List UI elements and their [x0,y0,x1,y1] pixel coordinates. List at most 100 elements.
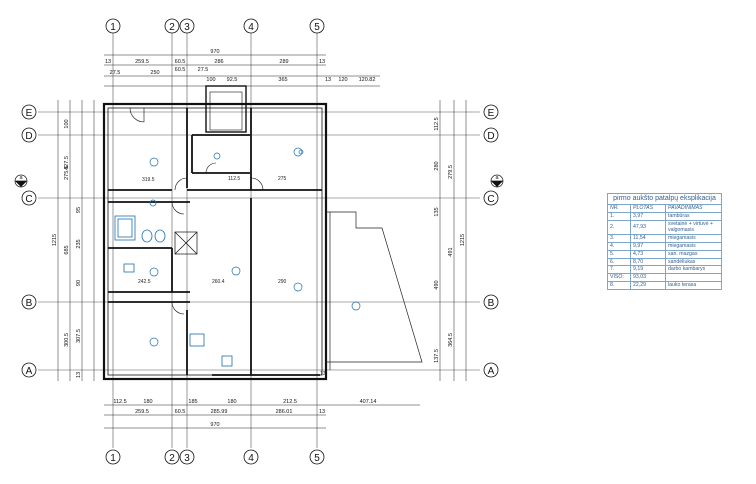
schedule-header-row: NR. PLOTAS PAVADINIMAS [608,204,721,213]
dim-int-2: 275 [278,176,287,182]
vestibule-walls [205,85,247,133]
dim-int-6: 13 [320,371,326,377]
dim-top-2-2: 60.5 [175,59,186,65]
axis-A-left: A [26,366,33,377]
dim-bot-1-4: 212.5 [283,399,297,405]
row-nr: VISO: [608,273,631,282]
dim-bot-2-2: 285.99 [211,409,228,415]
dim-right-3: 490 [434,280,440,289]
axis-4-top: 4 [248,22,254,33]
dim-left-2: 275.5 [64,166,70,180]
dim-int-0: 319.5 [142,177,155,183]
door-swings [129,107,264,315]
dim-top-2-1: 259.5 [135,59,149,65]
outer-walls [102,102,328,381]
row-area: 9,97 [630,241,666,251]
axis-3-bottom: 3 [184,453,190,464]
column-axis-bubbles-bottom [105,449,325,465]
axis-B-left: B [26,298,33,309]
dim-right-1: 280 [434,161,440,170]
row-area: 8,70 [630,257,666,266]
dim-bot-1-5: 407.14 [360,399,377,405]
row-name: miegamasis [665,234,721,243]
dim-top-3-5: 92.5 [227,77,238,83]
row-axis-lines [38,111,480,371]
axis-4-bottom: 4 [248,453,254,464]
axis-D-left: D [25,131,32,142]
bottom-dimension-lines [104,404,420,429]
axis-A-right: A [488,366,495,377]
dim-top-2-4: 289 [279,59,288,65]
dim-left-3: 95 [76,207,82,213]
row-nr: 8. [608,280,631,289]
row-area: 4,73 [630,249,666,259]
row-nr: 2. [608,219,631,235]
row-nr: 6. [608,257,631,266]
axis-B-right: B [488,298,495,309]
dim-right2-0: 279.5 [448,165,454,179]
row-area: 3,97 [630,211,666,221]
row-area: 47,93 [630,219,666,235]
terrace-outline [326,211,423,370]
room-schedule-table: pirmo aukšto patalpų eksplikacija NR. PL… [607,193,722,290]
stair-shaft [174,231,198,255]
left-dimension-lines [57,100,95,381]
axis-5-bottom: 5 [314,453,320,464]
schedule-title: pirmo aukšto patalpų eksplikacija [613,195,716,202]
row-area: 11,54 [630,234,666,243]
dim-top-3-6: 365 [278,77,287,83]
table-row-total: VISO:93,03 [608,273,721,282]
axis-C-right: C [487,194,494,205]
row-area: 22,29 [630,280,666,289]
dim-left-4: 235 [76,239,82,248]
row-name: darbo kambarys [665,265,721,274]
dim-bot-2-3: 286.01 [276,409,293,415]
dim-top-3-9: 120.82 [359,77,376,83]
axis-E-left: E [26,108,33,119]
bathroom-fixtures [114,199,233,367]
row-axis-bubbles-left [21,104,37,378]
dim-right-0: 112.5 [434,117,440,130]
dim-top-3-2: 60.5 [175,67,186,73]
dim-top-2-5: 13 [319,59,325,65]
dim-left-5: 90 [76,280,82,286]
axis-C-left: C [25,194,32,205]
dim-bot-1-2: 185 [188,399,197,405]
dim-top-3-4: 100 [206,77,215,83]
column-axis-bubbles-top [105,18,325,34]
dim-bot-total: 970 [210,422,219,428]
header-name: PAVADINIMAS [665,204,721,213]
dim-int-5: 290 [278,279,287,285]
dim-int-1: 112.5 [228,176,240,182]
dim-int-4: 260.4 [212,279,225,285]
header-area: PLOTAS [630,204,666,213]
dim-left-total: 1215 [52,234,58,246]
dim-top-3-1: 250 [150,70,159,76]
dim-top-3-7: 13 [325,77,331,83]
dim-bot-2-0: 259.5 [135,409,149,415]
row-nr: 3. [608,234,631,243]
axis-5-top: 5 [314,22,320,33]
dim-left-1: 427.5 [64,156,70,170]
dim-right-2: 135 [434,207,440,216]
axis-2-bottom: 2 [169,453,175,464]
dim-top-3-0: 27.5 [110,70,121,76]
dim-right-4: 137.5 [434,349,440,363]
dim-bot-1-1: 180 [143,399,152,405]
axis-1-bottom: 1 [110,453,116,464]
row-name: svetainė + virtuvė + valgomasis [665,219,721,235]
dim-top-total: 970 [210,49,219,55]
dim-bot-2-4: 13 [319,409,325,415]
dim-left-outer: 685 [64,245,70,254]
dim-top-2-0: 13 [105,59,111,65]
section-mark-left: a [14,174,28,188]
dim-bot-1-0: 112.5 [113,399,126,405]
